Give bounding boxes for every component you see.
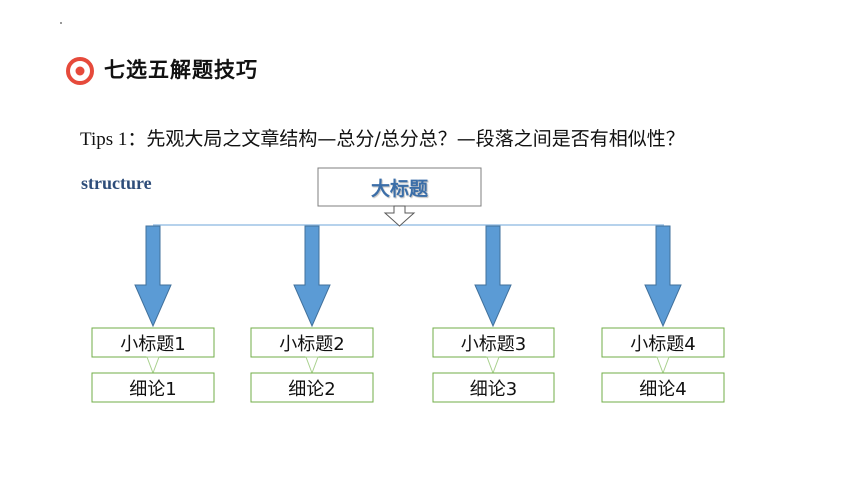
branch-arrow-2 bbox=[293, 225, 331, 328]
subtitle-box-1 bbox=[91, 327, 215, 358]
subtitle-box-3 bbox=[432, 327, 555, 358]
branch-arrow-3 bbox=[474, 225, 512, 328]
subtitle-2: 小标题2 bbox=[279, 334, 345, 355]
tips-text: ：先观大局之文章结构—总分/总分总？—段落之间是否有相似性？ bbox=[127, 128, 685, 150]
page-title: 七选五解题技巧 bbox=[104, 58, 258, 82]
main-down-arrow bbox=[383, 205, 416, 227]
subtitle-box-4 bbox=[601, 327, 725, 358]
detail-arrow-1 bbox=[146, 356, 160, 375]
detail-3: 细论3 bbox=[469, 379, 518, 400]
branch-arrow-4 bbox=[644, 225, 682, 328]
subtitle-box-2 bbox=[250, 327, 374, 358]
main-title-box bbox=[317, 167, 482, 207]
detail-1: 细论1 bbox=[129, 379, 177, 400]
target-icon bbox=[66, 57, 94, 85]
detail-box-4 bbox=[601, 372, 725, 403]
detail-arrow-3 bbox=[486, 356, 500, 375]
tips-line: Tips 1：先观大局之文章结构—总分/总分总？—段落之间是否有相似性？ bbox=[80, 124, 685, 151]
detail-arrow-2 bbox=[305, 356, 319, 375]
subtitle-1: 小标题1 bbox=[120, 334, 186, 355]
subtitle-3: 小标题3 bbox=[460, 334, 527, 355]
branch-arrow-1 bbox=[134, 225, 172, 328]
corner-dot bbox=[60, 22, 62, 24]
detail-arrow-4 bbox=[656, 356, 670, 375]
detail-box-2 bbox=[250, 372, 374, 403]
tips-prefix: Tips 1 bbox=[80, 129, 128, 150]
structure-label: structure bbox=[81, 173, 152, 193]
detail-4: 细论4 bbox=[639, 379, 687, 400]
detail-box-3 bbox=[432, 372, 555, 403]
main-title: 大标题 bbox=[370, 177, 428, 200]
detail-box-1 bbox=[91, 372, 215, 403]
subtitle-4: 小标题4 bbox=[630, 334, 696, 355]
detail-2: 细论2 bbox=[288, 379, 336, 400]
